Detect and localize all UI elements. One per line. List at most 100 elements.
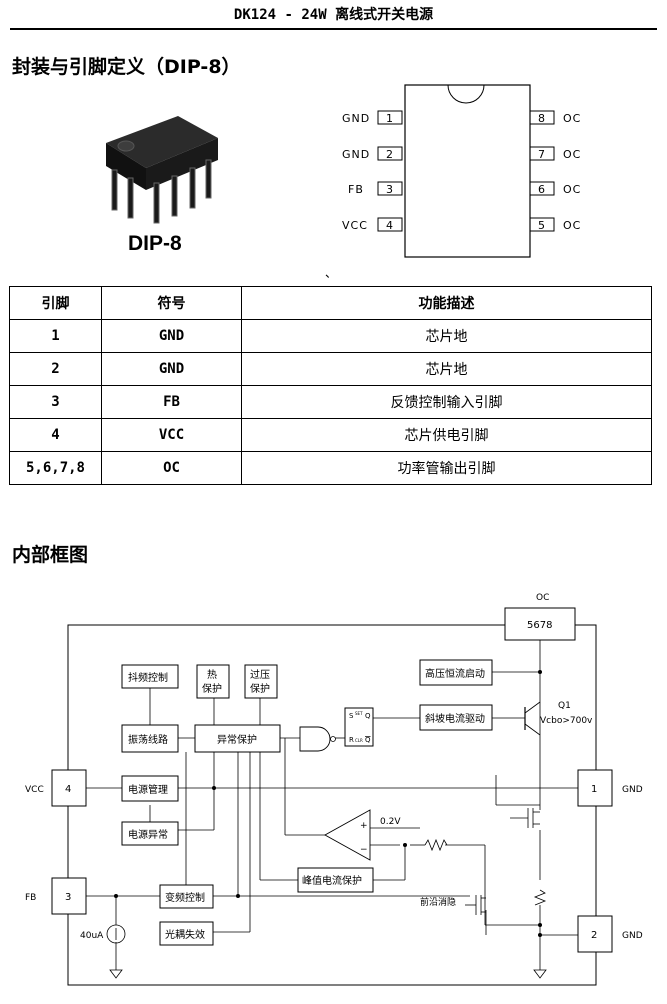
table-row: 3 FB 反馈控制输入引脚 xyxy=(9,385,652,419)
cell-symbol: OC xyxy=(101,451,242,485)
svg-text:0.2V: 0.2V xyxy=(380,817,401,827)
fb-pin-box: FB 3 xyxy=(25,877,87,915)
svg-text:4: 4 xyxy=(65,784,71,795)
col-header-pin: 引脚 xyxy=(9,286,102,320)
svg-text:5: 5 xyxy=(538,219,546,232)
svg-text:Q: Q xyxy=(365,712,371,720)
svg-text:光耦失效: 光耦失效 xyxy=(165,928,205,941)
svg-text:过压: 过压 xyxy=(250,668,270,681)
svg-text:S: S xyxy=(349,712,354,720)
svg-text:3: 3 xyxy=(386,183,394,196)
cell-desc: 功率管输出引脚 xyxy=(241,451,652,485)
leb-label: 前沿消隐 xyxy=(420,896,456,908)
svg-text:热: 热 xyxy=(207,668,217,681)
svg-text:FB: FB xyxy=(25,893,36,903)
ground-icon xyxy=(109,969,547,979)
svg-text:OC: OC xyxy=(563,183,581,196)
block-thermal-protect: 热 保护 xyxy=(196,664,230,699)
svg-text:FB: FB xyxy=(348,183,364,196)
q1-transistor-icon: Q1 Vcbo>700v xyxy=(524,701,593,736)
cell-desc: 芯片地 xyxy=(241,319,652,353)
svg-text:6: 6 xyxy=(538,183,546,196)
leb-mosfet-icon xyxy=(465,895,486,915)
gnd2-pin-box: 2 GND xyxy=(577,915,643,953)
block-diagram: OC 5678 VCC 4 FB 3 1 GND 2 GND xyxy=(0,580,667,1000)
svg-text:VCC: VCC xyxy=(25,785,44,795)
block-ovp: 过压 保护 xyxy=(244,664,278,699)
svg-text:GND: GND xyxy=(622,785,643,795)
cell-desc: 芯片供电引脚 xyxy=(241,418,652,452)
stray-mark: 、 xyxy=(325,266,338,280)
svg-text:OC: OC xyxy=(563,148,581,161)
svg-text:40uA: 40uA xyxy=(80,931,104,941)
cell-symbol: FB xyxy=(101,385,242,419)
svg-text:振荡线路: 振荡线路 xyxy=(128,733,168,746)
pin-left-3: FB 3 xyxy=(348,181,403,196)
table-header-row: 引脚 符号 功能描述 xyxy=(9,286,652,320)
cell-pin: 3 xyxy=(9,385,102,419)
col-header-desc: 功能描述 xyxy=(241,286,652,320)
svg-text:3: 3 xyxy=(65,892,71,903)
svg-text:峰值电流保护: 峰值电流保护 xyxy=(302,874,362,887)
cell-pin: 1 xyxy=(9,319,102,353)
svg-text:GND: GND xyxy=(342,112,370,125)
pin-left-4: VCC 4 xyxy=(342,217,403,232)
svg-text:Q1: Q1 xyxy=(558,701,571,711)
block-freq-control: 变频控制 xyxy=(159,884,214,909)
svg-text:5678: 5678 xyxy=(527,620,552,631)
flip-flop: S SET Q R CLR Q xyxy=(344,707,374,747)
cell-symbol: GND xyxy=(101,319,242,353)
svg-text:4: 4 xyxy=(386,219,394,232)
table-row: 1 GND 芯片地 xyxy=(9,319,652,353)
svg-text:7: 7 xyxy=(538,148,546,161)
svg-text:1: 1 xyxy=(591,784,597,795)
pin-right-8: 8 OC xyxy=(529,110,581,125)
table-row: 4 VCC 芯片供电引脚 xyxy=(9,418,652,452)
block-power-management: 电源管理 xyxy=(121,775,179,802)
block-peak-ocp: 峰值电流保护 xyxy=(297,867,374,893)
pin-right-6: 6 OC xyxy=(529,181,581,196)
comparator: + − 0.2V xyxy=(324,809,401,861)
svg-text:电源管理: 电源管理 xyxy=(128,783,168,796)
svg-text:−: − xyxy=(360,845,368,855)
gnd1-pin-box: 1 GND xyxy=(577,769,643,807)
svg-text:高压恒流启动: 高压恒流启动 xyxy=(425,667,485,680)
table-row: 2 GND 芯片地 xyxy=(9,352,652,386)
cell-pin: 5,6,7,8 xyxy=(9,451,102,485)
svg-text:2: 2 xyxy=(591,930,597,941)
current-source-icon: 40uA xyxy=(80,924,126,944)
pin-right-7: 7 OC xyxy=(529,146,581,161)
cell-desc: 芯片地 xyxy=(241,352,652,386)
svg-text:+: + xyxy=(360,821,368,831)
nand-gate-icon xyxy=(299,726,331,752)
svg-text:Q: Q xyxy=(365,736,371,744)
block-opto-fail: 光耦失效 xyxy=(159,921,214,946)
block-fault-protect: 异常保护 xyxy=(194,724,281,753)
page-header: DK124 - 24W 离线式开关电源 xyxy=(10,4,657,30)
col-header-symbol: 符号 xyxy=(101,286,242,320)
svg-text:保护: 保护 xyxy=(250,682,270,695)
block-oscillator: 振荡线路 xyxy=(121,724,179,753)
svg-text:OC: OC xyxy=(563,112,581,125)
cell-symbol: VCC xyxy=(101,418,242,452)
svg-text:VCC: VCC xyxy=(342,219,368,232)
svg-text:GND: GND xyxy=(342,148,370,161)
svg-text:Vcbo>700v: Vcbo>700v xyxy=(540,716,593,726)
block-hv-startup: 高压恒流启动 xyxy=(419,659,493,686)
pin-right-5: 5 OC xyxy=(529,217,581,232)
cell-pin: 4 xyxy=(9,418,102,452)
svg-text:8: 8 xyxy=(538,112,546,125)
section-title-package: 封装与引脚定义（DIP-8） xyxy=(12,56,241,78)
dip8-chip-image xyxy=(98,108,228,263)
svg-text:GND: GND xyxy=(622,931,643,941)
svg-text:OC: OC xyxy=(563,219,581,232)
chip-label: DIP-8 xyxy=(128,232,182,255)
cell-desc: 反馈控制输入引脚 xyxy=(241,385,652,419)
svg-text:变频控制: 变频控制 xyxy=(165,891,205,904)
block-power-fault: 电源异常 xyxy=(121,821,179,846)
svg-text:R: R xyxy=(349,736,354,744)
svg-text:保护: 保护 xyxy=(202,682,222,695)
vcc-pin-box: VCC 4 xyxy=(25,769,87,807)
svg-text:2: 2 xyxy=(386,148,394,161)
mosfet-icon xyxy=(510,808,540,828)
